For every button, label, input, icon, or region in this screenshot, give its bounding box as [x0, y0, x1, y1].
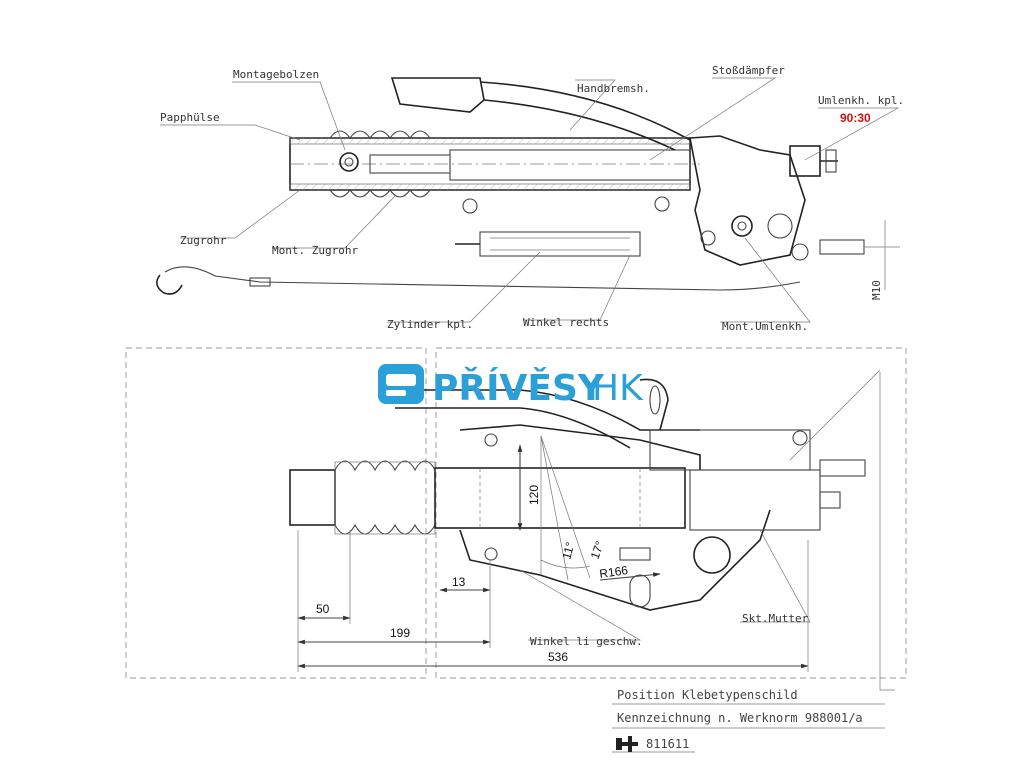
label-montagebolzen: Montagebolzen [233, 68, 319, 81]
label-m10: M10 [870, 280, 883, 300]
head-housing [689, 135, 806, 266]
annotation-ratio: 90:30 [840, 111, 871, 125]
handbrake-grip [390, 77, 485, 113]
housing-body [434, 467, 686, 529]
brand-logo: PŘÍVĚSY HK [378, 364, 644, 409]
label-mont-umlenkh: Mont.Umlenkh. [722, 320, 808, 333]
winkel-plate [459, 509, 771, 611]
tb-position: Position Klebetypenschild [617, 688, 798, 702]
dim-50: 50 [316, 602, 330, 616]
label-zugrohr: Zugrohr [180, 234, 227, 247]
plan-view: 120 11° 17° R166 13 50 199 536 Skt.Mutte… [125, 347, 907, 691]
dim-536: 536 [548, 650, 568, 664]
cable-hook [156, 274, 183, 295]
title-block: Position Klebetypenschild Kennzeichnung … [612, 688, 885, 753]
bellows-top [329, 130, 431, 139]
label-handbremsh: Handbremsh. [577, 82, 650, 95]
label-mont-zugrohr: Mont. Zugrohr [272, 244, 358, 257]
dim-17deg: 17° [588, 539, 607, 561]
label-stossdaempfer: Stoßdämpfer [712, 64, 785, 77]
front-tube [289, 469, 336, 526]
tb-symbol-icon [616, 736, 638, 752]
label-skt-mutter: Skt.Mutter [742, 612, 809, 625]
label-zylinder-kpl: Zylinder kpl. [387, 318, 473, 331]
dim-r166: R166 [598, 563, 629, 581]
zylinder-body [479, 231, 641, 257]
montagebolzen-bolt [339, 152, 359, 172]
logo-text-secondary: HK [592, 368, 644, 409]
label-papphuelse: Papphülse [160, 111, 220, 124]
stossdaempfer-body [449, 149, 691, 181]
side-view: Montagebolzen Papphülse Handbremsh. Stoß… [156, 64, 904, 333]
dim-120: 120 [527, 485, 541, 505]
dim-11deg: 11° [559, 540, 577, 560]
logo-text-primary: PŘÍVĚSY [432, 367, 605, 409]
tb-number: 811611 [646, 737, 689, 751]
label-umlenkh-kpl: Umlenkh. kpl. [818, 94, 904, 107]
dim-199: 199 [390, 626, 410, 640]
tb-kennzeichnung: Kennzeichnung n. Werknorm 988001/a [617, 711, 863, 725]
bellows-plan-top [334, 460, 436, 472]
breakaway-cable [164, 266, 801, 291]
label-winkel-li: Winkel li geschw. [530, 635, 643, 648]
dim-13: 13 [452, 575, 466, 589]
bellows-bottom [329, 189, 431, 198]
label-winkel-rechts: Winkel rechts [523, 316, 609, 329]
